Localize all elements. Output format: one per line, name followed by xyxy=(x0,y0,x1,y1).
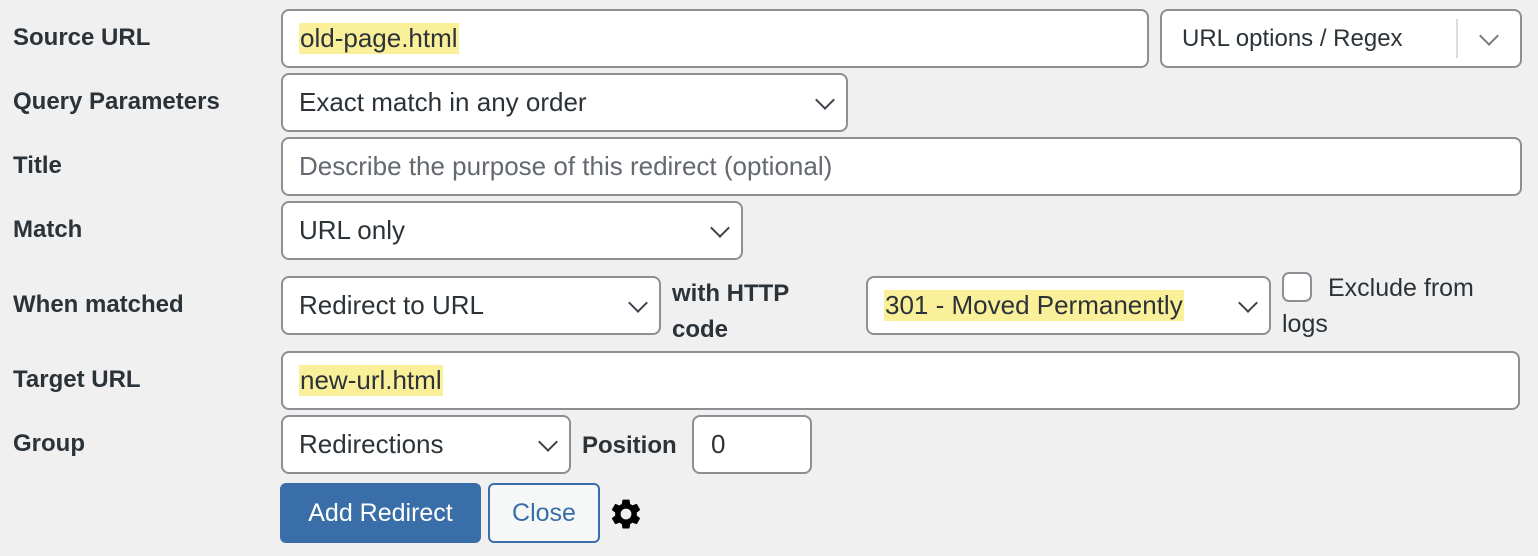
match-select[interactable]: URL only xyxy=(281,201,743,260)
url-options-label: URL options / Regex xyxy=(1182,24,1403,52)
position-input[interactable]: 0 xyxy=(692,415,812,474)
http-code-select[interactable]: 301 - Moved Permanently xyxy=(866,276,1271,335)
exclude-from-logs-label-line1: Exclude from xyxy=(1328,274,1474,302)
group-select[interactable]: Redirections xyxy=(281,415,571,474)
dropdown-separator xyxy=(1456,19,1458,58)
when-matched-label: When matched xyxy=(13,291,184,318)
chevron-down-icon xyxy=(628,292,648,313)
query-parameters-select[interactable]: Exact match in any order xyxy=(281,73,848,132)
position-label: Position xyxy=(582,432,677,459)
http-code-value: 301 - Moved Permanently xyxy=(884,290,1184,321)
title-input[interactable]: Describe the purpose of this redirect (o… xyxy=(281,137,1522,196)
position-value: 0 xyxy=(711,429,726,459)
source-url-label: Source URL xyxy=(13,24,151,51)
target-url-input[interactable]: new-url.html xyxy=(281,351,1520,410)
chevron-down-icon xyxy=(1479,25,1499,46)
chevron-down-icon xyxy=(710,217,730,238)
target-url-value: new-url.html xyxy=(299,365,443,396)
query-parameters-value: Exact match in any order xyxy=(299,87,587,117)
group-value: Redirections xyxy=(299,429,444,459)
add-redirect-button[interactable]: Add Redirect xyxy=(280,483,481,543)
exclude-from-logs-checkbox[interactable] xyxy=(1282,272,1312,302)
chevron-down-icon xyxy=(1238,292,1258,313)
exclude-from-logs-label-line2: logs xyxy=(1282,310,1328,338)
http-code-label-line1: with HTTP xyxy=(672,280,790,307)
match-label: Match xyxy=(13,216,83,243)
match-value: URL only xyxy=(299,215,405,245)
close-button[interactable]: Close xyxy=(488,483,600,543)
url-options-dropdown[interactable]: URL options / Regex xyxy=(1160,9,1522,68)
action-select[interactable]: Redirect to URL xyxy=(281,276,661,335)
query-parameters-label: Query Parameters xyxy=(13,88,220,115)
title-label: Title xyxy=(13,152,62,179)
chevron-down-icon xyxy=(815,89,835,110)
group-label: Group xyxy=(13,430,85,457)
chevron-down-icon xyxy=(538,431,558,452)
source-url-value: old-page.html xyxy=(299,23,459,54)
http-code-label-line2: code xyxy=(672,316,729,343)
gear-icon[interactable] xyxy=(608,496,644,532)
action-value: Redirect to URL xyxy=(299,290,484,320)
target-url-label: Target URL xyxy=(13,366,141,393)
source-url-input[interactable]: old-page.html xyxy=(281,9,1149,68)
title-placeholder: Describe the purpose of this redirect (o… xyxy=(299,151,833,181)
